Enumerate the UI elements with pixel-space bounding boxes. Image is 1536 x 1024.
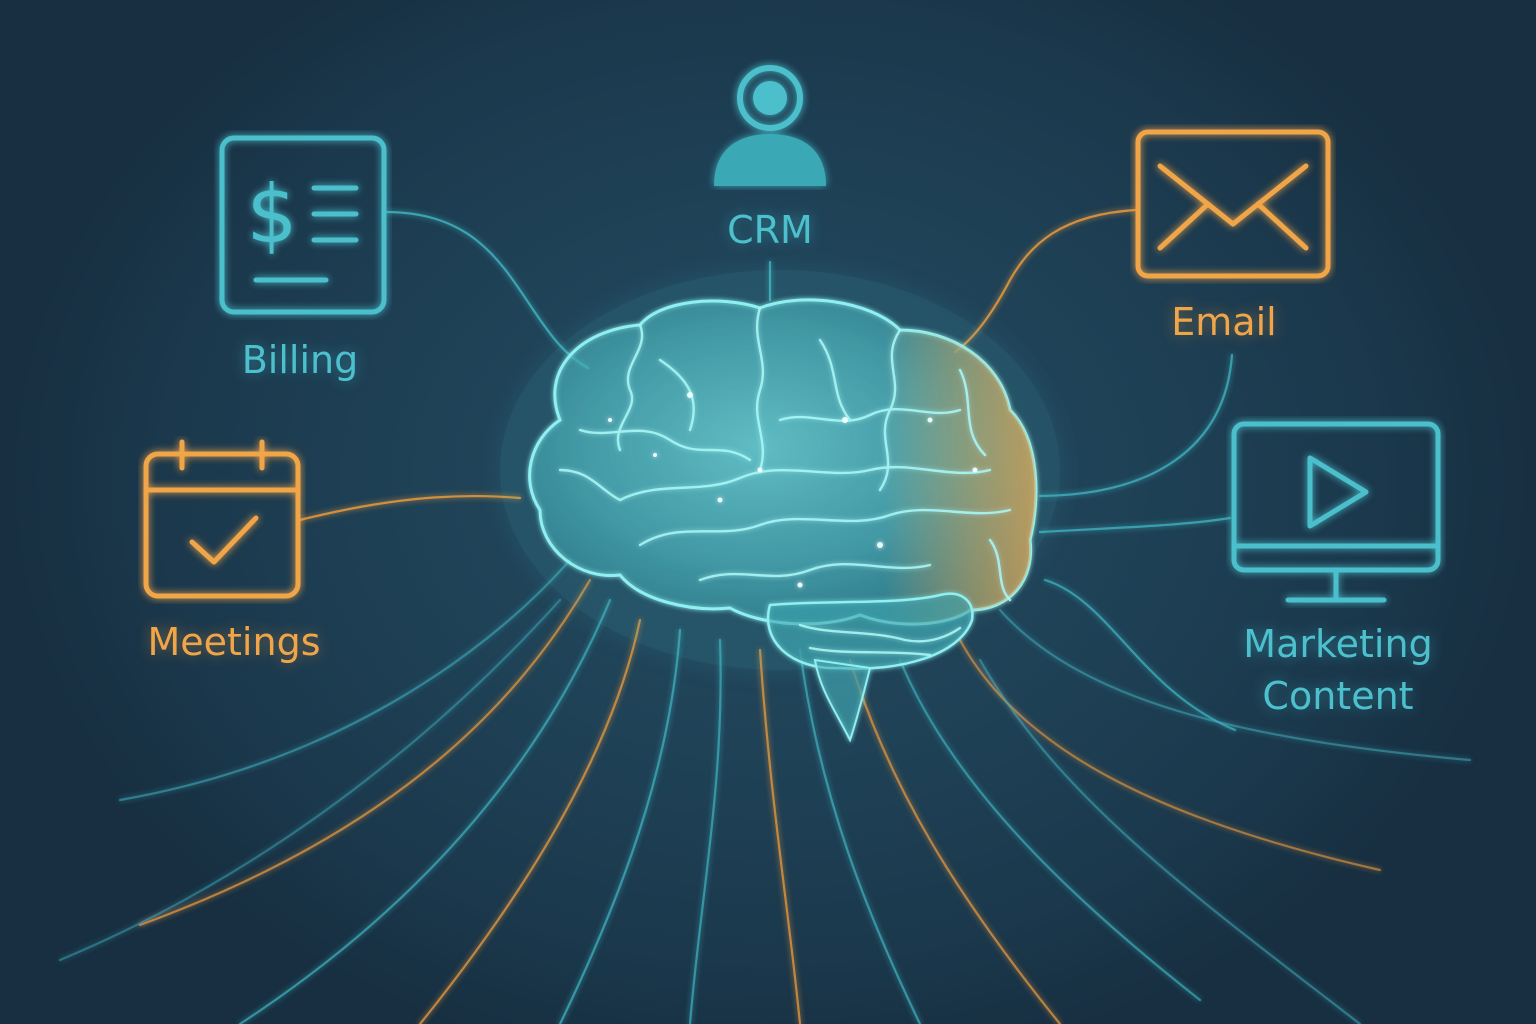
brain-cerebellum <box>766 592 974 670</box>
root-line <box>688 638 722 1024</box>
connector-marketing-lower <box>1043 578 1237 732</box>
envelope-icon <box>1135 129 1331 279</box>
root-line <box>798 648 922 1024</box>
node-label-email: Email <box>1171 300 1277 344</box>
node-label-meetings: Meetings <box>147 620 321 664</box>
root-line <box>848 658 1062 1024</box>
connector-meetings <box>298 494 522 522</box>
connector-marketing <box>1038 516 1232 534</box>
root-line <box>118 558 572 802</box>
svg-text:$: $ <box>247 168 298 261</box>
brain-folds <box>558 306 1012 657</box>
node-label-marketing-line1: Marketing <box>1243 622 1433 666</box>
root-line <box>238 598 612 1024</box>
root-line <box>998 608 1472 762</box>
node-label-marketing-line2: Content <box>1262 674 1414 718</box>
node-label-crm: CRM <box>727 208 813 252</box>
node-label-billing: Billing <box>241 338 359 382</box>
root-line <box>138 578 592 927</box>
root-line <box>758 648 802 1024</box>
root-line <box>58 598 562 962</box>
root-line <box>958 638 1382 872</box>
root-line <box>898 658 1202 1002</box>
root-line <box>558 628 682 1024</box>
brain-stem <box>813 658 872 743</box>
root-line <box>418 618 642 1024</box>
connector-email-marketing <box>1038 353 1234 498</box>
invoice-dollar-icon: $ <box>219 135 387 315</box>
user-profile-icon <box>714 65 826 186</box>
calendar-check-icon <box>143 439 301 599</box>
monitor-play-icon <box>1231 421 1441 603</box>
root-line <box>978 658 1362 1024</box>
brain-sparkles <box>608 392 978 588</box>
